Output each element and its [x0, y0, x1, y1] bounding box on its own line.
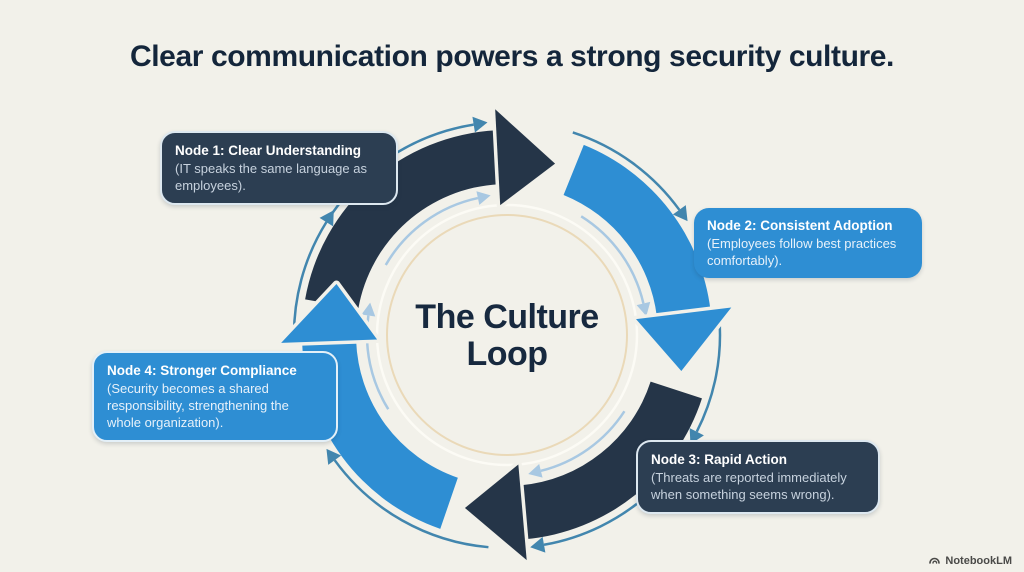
- notebooklm-watermark: NotebookLM: [928, 554, 1012, 567]
- node2-title: Node 2: Consistent Adoption: [707, 218, 893, 233]
- outer-thin-arrowhead-5: [326, 448, 342, 465]
- inner-thin-arrowhead-4: [361, 302, 376, 317]
- inner-thin-arrowhead-3: [528, 464, 543, 478]
- inner-thin-arrow-3: [540, 410, 626, 473]
- outer-thin-arrowhead-4: [530, 536, 546, 553]
- loop-band-blue-right: [563, 144, 711, 317]
- node1-box: Node 1: Clear Understanding (IT speaks t…: [160, 131, 398, 205]
- outer-thin-arrowhead-6: [319, 210, 334, 227]
- outer-thin-arrow-3: [695, 316, 722, 433]
- loop-band-dark-top: [305, 130, 500, 309]
- loop-center-line1: The Culture: [415, 298, 599, 336]
- loop-band-dark-bottom: [520, 381, 702, 540]
- notebooklm-label: NotebookLM: [945, 554, 1012, 567]
- node1-body: (IT speaks the same language as employee…: [175, 161, 367, 193]
- loop-center-label: The Culture Loop: [357, 299, 657, 373]
- loop-arrowhead-blue-right: [632, 303, 735, 375]
- node2-box: Node 2: Consistent Adoption (Employees f…: [694, 208, 922, 278]
- node1-title: Node 1: Clear Understanding: [175, 143, 362, 158]
- node2-body: (Employees follow best practices comfort…: [707, 236, 897, 268]
- node3-body: (Threats are reported immediately when s…: [651, 470, 847, 502]
- loop-center-line2: Loop: [466, 335, 548, 373]
- loop-arrowhead-dark-bottom: [461, 461, 531, 564]
- inner-thin-arrowhead-1: [476, 191, 491, 205]
- inner-thin-arrowhead-2: [636, 301, 651, 317]
- node4-box: Node 4: Stronger Compliance (Security be…: [92, 351, 338, 442]
- notebooklm-icon: [929, 557, 941, 564]
- node3-box: Node 3: Rapid Action (Threats are report…: [636, 440, 880, 514]
- node4-body: (Security becomes a shared responsibilit…: [107, 381, 289, 430]
- outer-thin-arrowhead-2: [672, 205, 688, 222]
- outer-thin-arrowhead-1: [472, 116, 488, 133]
- node3-title: Node 3: Rapid Action: [651, 452, 788, 467]
- loop-arrowhead-dark-top: [491, 105, 559, 209]
- outer-thin-arrow-2: [572, 131, 681, 211]
- loop-band-blue-left: [302, 340, 458, 529]
- inner-thin-arrow-1: [384, 196, 479, 266]
- page-title: Clear communication powers a strong secu…: [129, 40, 894, 73]
- inner-thin-arrow-2: [580, 215, 645, 304]
- loop-arrowhead-blue-left: [277, 280, 381, 347]
- outer-thin-arrow-5: [333, 459, 489, 549]
- node4-title: Node 4: Stronger Compliance: [107, 363, 297, 378]
- inner-ring-tan: [386, 214, 628, 456]
